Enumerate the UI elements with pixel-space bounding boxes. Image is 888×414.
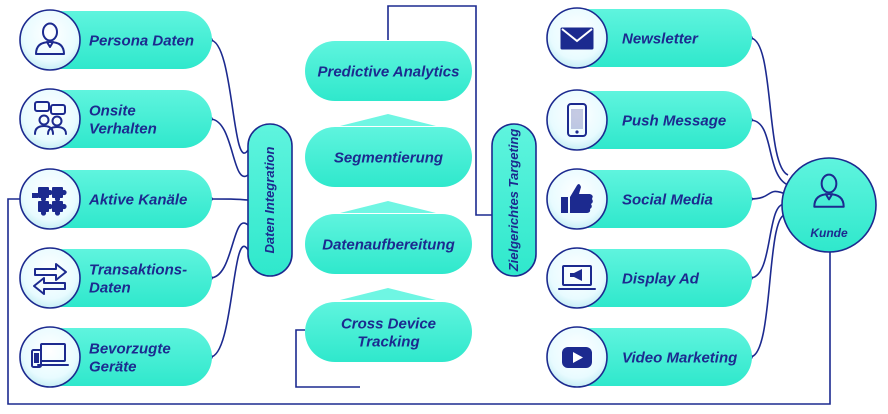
exchange-arrows-icon (33, 263, 67, 295)
pill-label: Aktive Kanäle (88, 191, 187, 208)
pill-item-kanaele: Aktive Kanäle (19, 168, 212, 230)
pill-label: Daten (89, 280, 131, 297)
step-background (305, 302, 472, 362)
vertical-label: Daten Integration (262, 146, 277, 253)
up-arrow-triangle (340, 288, 436, 300)
up-arrow-triangle (340, 201, 436, 213)
vertical-pill-background (247, 123, 293, 277)
vertical-label: Zielgerichtes Targeting (506, 129, 521, 273)
icon-circle (546, 89, 608, 151)
connector-line (209, 222, 249, 279)
pill-label: Display Ad (622, 270, 700, 287)
bracket-line (295, 329, 360, 388)
devices-icon (31, 343, 69, 368)
pill-label: Transaktions- (89, 261, 187, 278)
connector-line (749, 214, 789, 358)
pipeline-step-predictive: Predictive Analytics (305, 41, 472, 101)
connector-line (209, 118, 249, 178)
pipeline-step-datenaufbereitung: Datenaufbereitung (305, 214, 472, 274)
icon-circle (19, 326, 81, 388)
pill-label: Newsletter (622, 30, 699, 47)
connector-line (209, 39, 249, 154)
pill-item-social: Social Media (546, 168, 752, 230)
customer-node: Kunde (781, 157, 877, 253)
step-background (305, 127, 472, 187)
step-label: Datenaufbereitung (322, 236, 455, 253)
pill-label: Verhalten (89, 121, 157, 138)
laptop-megaphone-icon (558, 265, 596, 290)
pill-label: Persona Daten (89, 32, 194, 49)
loop-line (7, 198, 831, 405)
pill-label: Push Message (622, 112, 726, 129)
pill-item-newsletter: Newsletter (546, 7, 752, 69)
vertical-labels: Daten Integration Zielgerichtes Targeting (247, 123, 537, 277)
pill-item-transaktion: Transaktions- Daten (19, 247, 212, 309)
chat-people-icon (34, 101, 67, 135)
customer-circle (781, 157, 877, 253)
connector-line (749, 190, 789, 200)
connector-line (749, 119, 789, 186)
pill-item-push: Push Message (546, 89, 752, 151)
thumbs-up-icon (561, 184, 593, 213)
pill-label: Geräte (89, 359, 137, 376)
targeting-pill: Zielgerichtes Targeting (491, 123, 537, 277)
pill-label: Social Media (622, 191, 713, 208)
play-button-icon (562, 347, 592, 368)
up-arrow-triangle (340, 114, 436, 126)
icon-circle (19, 88, 81, 150)
step-label: Cross Device (341, 315, 436, 332)
connector-line (209, 245, 249, 358)
connector-line (749, 37, 789, 176)
bracket-line (387, 5, 500, 216)
pipeline-step-segmentierung: Segmentierung (305, 127, 472, 187)
customer-label: Kunde (810, 226, 848, 240)
smartphone-icon (567, 103, 587, 137)
connector-line (209, 198, 249, 201)
pill-label: Onsite (89, 102, 136, 119)
pill-label: Video Marketing (622, 349, 737, 366)
integration-pill: Daten Integration (247, 123, 293, 277)
person-icon (35, 22, 65, 55)
icon-circle (19, 168, 81, 230)
step-background (305, 214, 472, 274)
icon-circle (19, 247, 81, 309)
step-label: Predictive Analytics (317, 63, 459, 80)
step-label: Segmentierung (334, 149, 443, 166)
pill-label: Bevorzugte (89, 340, 171, 357)
pill-item-display: Display Ad (546, 247, 752, 309)
envelope-icon (560, 27, 594, 50)
step-label: Tracking (357, 334, 419, 351)
step-background (305, 41, 472, 101)
customer-person-icon (813, 173, 845, 208)
puzzle-icon (32, 187, 67, 216)
vertical-pill-background (491, 123, 537, 277)
pill-item-video: Video Marketing (546, 326, 752, 388)
pill-item-persona: Persona Daten (19, 9, 212, 71)
